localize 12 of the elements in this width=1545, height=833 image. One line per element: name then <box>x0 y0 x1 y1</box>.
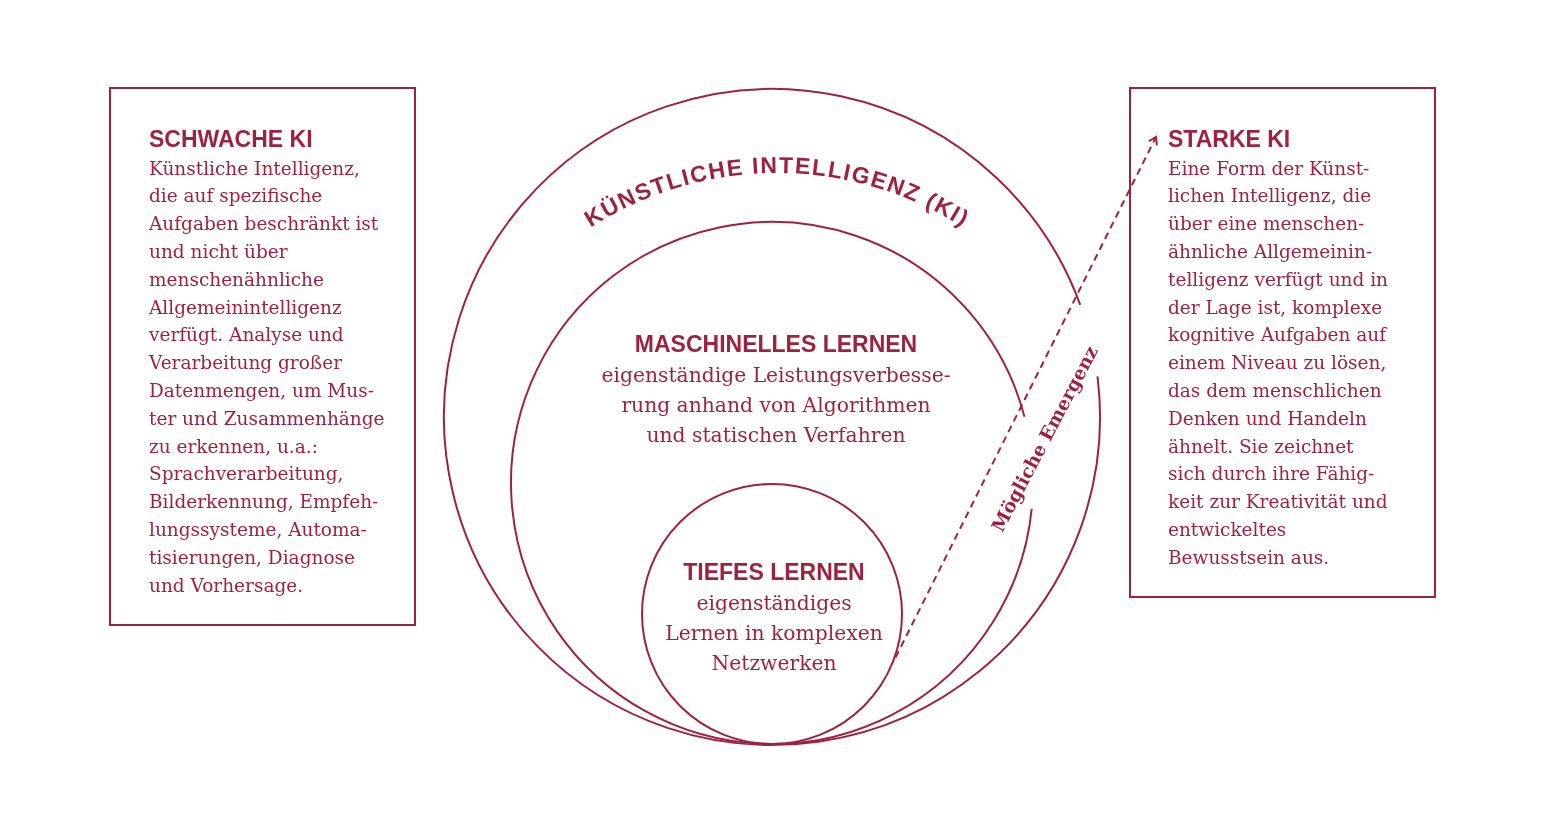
box-description: Eine Form der Künst- lichen Intelligenz, die über eine menschen- ähnliche Allgemeinin- telligenz verfügt und in der Lage ist, komplexe kognitive Aufgaben auf einem Niveau zu lösen, das dem menschlichen Denken und Handeln ähnelt. Sie zeichnet sich durch ihre Fähig- keit zur Kreativität und entwickeltes Bewusstsein aus. <box>1168 156 1389 570</box>
box-description: Künstliche Intelligenz, die auf spezifische Aufgaben beschränkt ist und nicht über menschenähnliche Allgemeinintelligenz verfügt. Analyse und Verarbeitung großer Datenmengen, um Mus- ter und Zusammenhänge zu erkennen, u.a.: Sprachverarbeitung, Bilderkennung, Empfeh- lungssysteme, Automa- tisierungen, Diagnose und Vorhersage. <box>149 156 386 598</box>
dashed-arrow <box>894 136 1158 659</box>
circle-heading: MASCHINELLES LERNEN <box>634 329 918 358</box>
info-box <box>109 87 416 626</box>
circle-heading: TIEFES LERNEN <box>683 558 865 586</box>
circle-description: eigenständige Leistungsverbesse- rung anhand von Algorithmen und statischen Verfahren <box>600 361 952 449</box>
info-box <box>1129 87 1436 598</box>
circle-description: eigenständiges Lernen in komplexen Netzwerken <box>664 590 884 677</box>
inner-circle <box>641 483 903 745</box>
box-heading: SCHWACHE KI <box>149 124 313 153</box>
box-heading: STARKE KI <box>1168 124 1291 153</box>
